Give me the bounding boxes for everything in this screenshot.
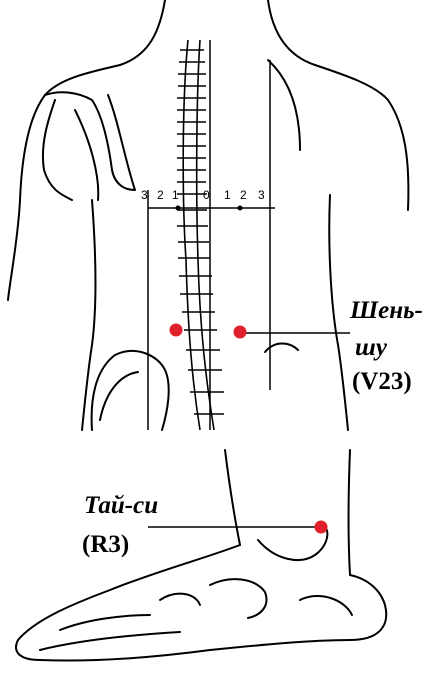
annotation-lines: [148, 333, 350, 527]
scale-right-3: 3: [258, 188, 265, 202]
shenshu-name-line1: Шень-: [350, 297, 423, 325]
scale-right-2: 2: [240, 188, 247, 202]
scale-left-3: 3: [141, 188, 148, 202]
foot-outline: [16, 450, 386, 661]
shenshu-name-line2: шу: [355, 334, 387, 362]
shenshu-code: (V23): [352, 368, 412, 396]
reference-lines: [148, 40, 275, 430]
taixi-name: Тай-си: [84, 492, 158, 520]
scale: 3 2 1 0 1 2 3: [141, 188, 265, 211]
shenshu-point-left: [170, 324, 183, 337]
scale-dot-left: [176, 206, 181, 211]
scale-left-2: 2: [157, 188, 164, 202]
scale-right-1: 1: [224, 188, 231, 202]
scale-dot-right: [238, 206, 243, 211]
taixi-point: [315, 521, 328, 534]
taixi-code: (R3): [82, 531, 129, 559]
scale-zero: 0: [203, 188, 210, 202]
scale-left-1: 1: [172, 188, 179, 202]
back-outline: [8, 0, 408, 430]
spine: [177, 40, 224, 430]
shenshu-point-right: [234, 326, 247, 339]
